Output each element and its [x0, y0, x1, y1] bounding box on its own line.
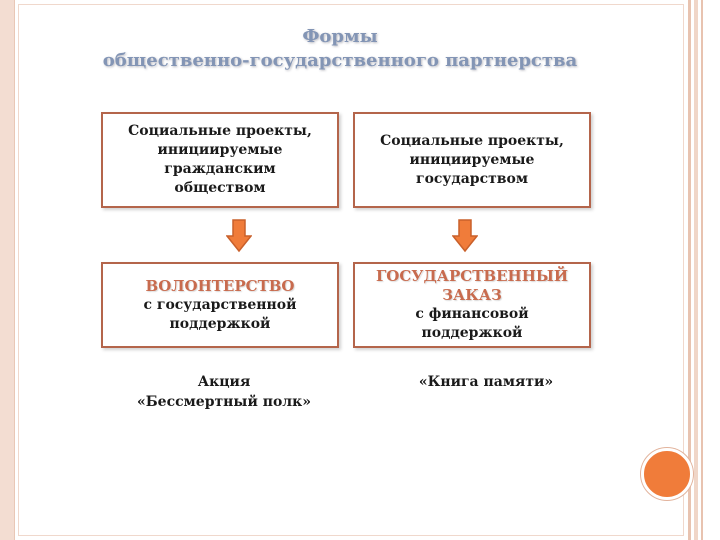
left-top-line: инициируемые: [157, 142, 283, 158]
decorative-circle-icon: [641, 448, 693, 500]
right-decorative-stripe: [694, 0, 698, 540]
volunteering-heading: ВОЛОНТЕРСТВО: [145, 276, 295, 295]
left-bottom-line: с государственной: [143, 296, 297, 313]
right-top-box: Социальные проекты, инициируемые государ…: [353, 112, 591, 208]
left-top-line: гражданским: [164, 161, 276, 177]
right-caption: «Книга памяти»: [353, 372, 619, 392]
right-decorative-stripe: [701, 0, 703, 540]
right-top-line: государством: [415, 170, 529, 187]
left-caption: Акция «Бессмертный полк»: [101, 372, 347, 412]
left-bottom-box: ВОЛОНТЕРСТВО с государственной поддержко…: [101, 262, 339, 348]
state-order-heading: ЗАКАЗ: [442, 286, 502, 304]
slide-subtitle: общественно-государственного партнерства: [102, 50, 578, 71]
right-bottom-line: с финансовой: [415, 306, 529, 322]
arrow-down-icon: [226, 219, 252, 253]
caption-line: «Книга памяти»: [418, 374, 554, 390]
left-top-box: Социальные проекты, инициируемые граждан…: [101, 112, 339, 208]
caption-line: Акция: [197, 374, 251, 390]
state-order-heading: ГОСУДАРСТВЕННЫЙ: [375, 267, 569, 285]
right-top-line: Социальные проекты,: [380, 132, 564, 149]
right-bottom-box: ГОСУДАРСТВЕННЫЙ ЗАКАЗ с финансовой подде…: [353, 262, 591, 348]
right-top-line: инициируемые: [409, 151, 535, 168]
slide-title: Формы: [302, 26, 378, 47]
right-decorative-stripe: [688, 0, 691, 540]
arrow-down-icon: [452, 219, 478, 253]
left-top-line: Социальные проекты,: [128, 123, 312, 139]
left-bottom-line: поддержкой: [169, 315, 271, 332]
right-bottom-line: поддержкой: [421, 325, 523, 341]
left-top-line: обществом: [174, 180, 266, 196]
left-decorative-stripe: [0, 0, 15, 540]
caption-line: «Бессмертный полк»: [136, 394, 312, 410]
slide-frame: [18, 4, 684, 536]
